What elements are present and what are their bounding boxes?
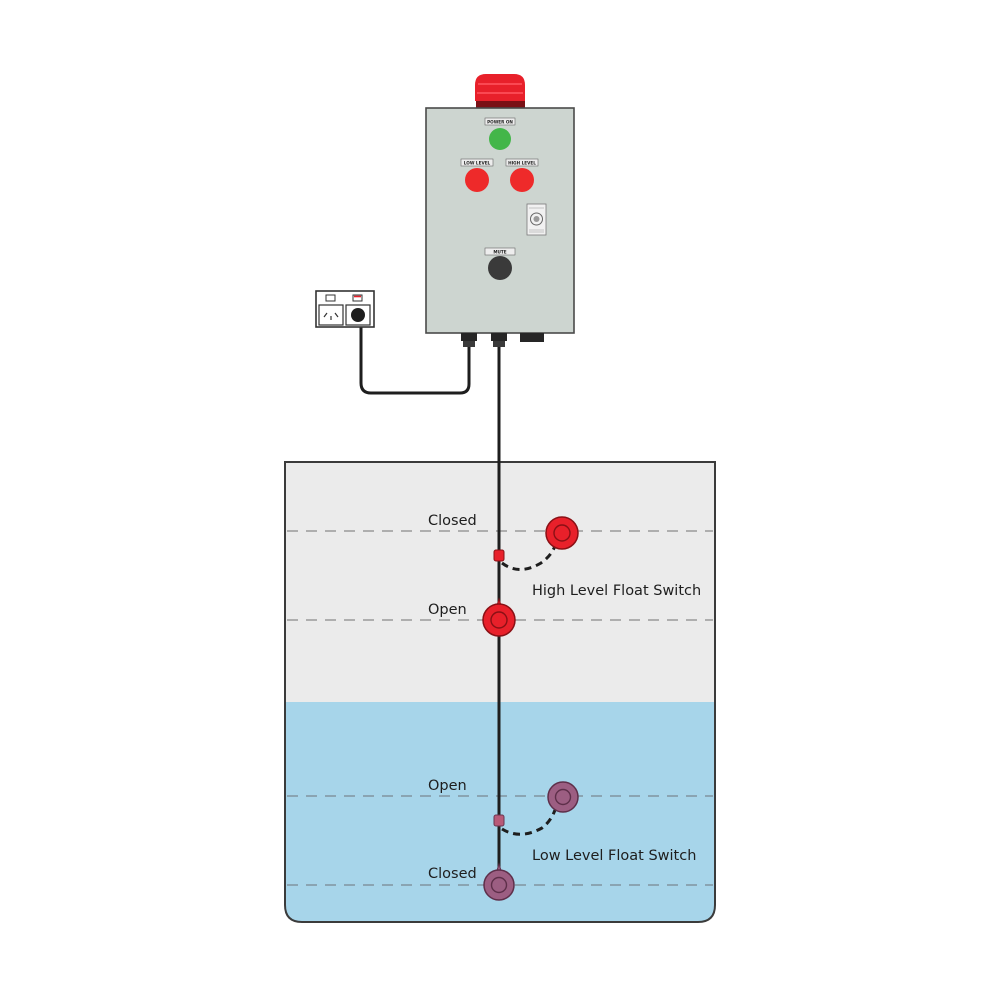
control-panel: POWER ON LOW LEVEL HIGH LEVEL MUTE [425,74,575,347]
low-level-label-plate [460,158,494,167]
power-on-label-plate [484,117,516,126]
low-open-label: Open [428,778,467,794]
high-level-label-plate [505,158,539,167]
high-float-open-icon [482,597,516,637]
mute-label: MUTE [493,249,506,254]
power-outlet [315,290,375,328]
low-closed-label: Closed [428,866,477,882]
low-switch-label: Low Level Float Switch [532,848,696,864]
outlet-switch-right [352,294,363,302]
mute-label-plate [484,247,516,256]
power-on-label: POWER ON [487,119,513,124]
alarm-beacon [475,74,525,110]
plug-icon [351,308,365,322]
high-switch-tether [501,545,557,571]
buzzer-icon [526,203,547,236]
high-switch-clamp [493,549,505,562]
low-level-light [465,168,489,192]
cable-gland-right [520,333,544,342]
low-level-label: LOW LEVEL [464,160,491,165]
mute-button[interactable] [488,256,512,280]
power-on-light [489,128,511,150]
outlet-socket-left [318,304,344,326]
high-float-closed-icon [545,516,579,550]
outlet-switch-left [325,294,336,302]
high-closed-label: Closed [428,513,477,529]
high-level-light [510,168,534,192]
high-level-label: HIGH LEVEL [508,160,536,165]
low-float-open-icon [547,781,579,813]
low-switch-clamp [493,814,505,827]
power-cable [359,323,471,395]
cable-gland-center [491,333,507,347]
high-open-label: Open [428,602,467,618]
high-level-float-switch [482,516,579,637]
cable-gland-left [461,333,477,347]
low-switch-tether [501,809,557,836]
tank-outline [284,461,716,923]
low-float-closed-icon [483,862,515,901]
high-switch-label: High Level Float Switch [532,583,701,599]
low-level-float-switch [483,781,579,901]
